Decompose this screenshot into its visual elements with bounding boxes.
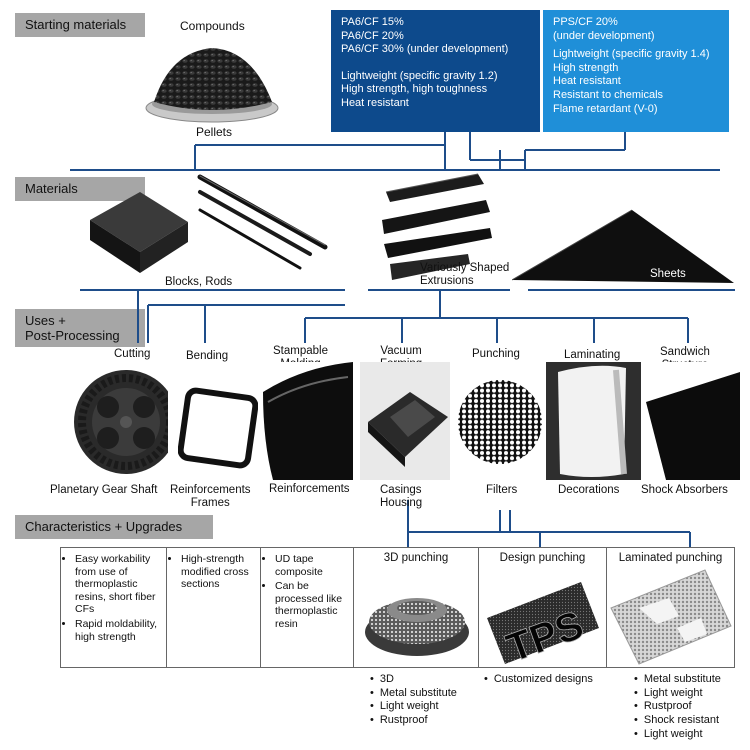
frames-photo bbox=[178, 382, 258, 472]
punching-label: Punching bbox=[472, 348, 520, 360]
laminated-punch-title: Laminated punching bbox=[618, 552, 723, 564]
decoration-photo bbox=[546, 362, 641, 480]
laminated-bullet-4: Shock resistant bbox=[634, 714, 721, 728]
pps-prop-flame: Flame retardant (V-0) bbox=[553, 102, 658, 115]
sheets-photo bbox=[512, 205, 737, 285]
bending-label: Bending bbox=[186, 350, 229, 362]
vacuum-line1: Vacuum bbox=[380, 345, 422, 357]
section-characteristics: Characteristics + Upgrades bbox=[15, 515, 213, 539]
planetary-label: Planetary Gear Shaft bbox=[50, 484, 158, 496]
rods-photo bbox=[195, 172, 330, 272]
pa6-prop-lightweight: Lightweight (specific gravity 1.2) bbox=[341, 69, 498, 82]
section-starting-materials: Starting materials bbox=[15, 13, 145, 37]
pa6-prop-strength: High strength, high toughness bbox=[341, 83, 488, 96]
pps-prop-heat: Heat resistant bbox=[553, 75, 621, 88]
sandwich-photo bbox=[646, 362, 740, 480]
stampable-photo bbox=[263, 362, 353, 480]
design-bullet-1: Customized designs bbox=[484, 673, 593, 687]
char-cell-ud-tape: UD tape composite Can be processed like … bbox=[260, 547, 354, 668]
pps-prop-lightweight: Lightweight (specific gravity 1.4) bbox=[553, 48, 710, 61]
decorations-label: Decorations bbox=[558, 484, 620, 496]
reinf-frames-label: Reinforcements Frames bbox=[170, 484, 251, 510]
char-ud-item1: UD tape composite bbox=[275, 553, 349, 578]
char-ud-item2: Can be processed like thermoplastic resi… bbox=[275, 580, 349, 630]
blocks-rods-label: Blocks, Rods bbox=[165, 276, 233, 288]
design-bullets: Customized designs bbox=[474, 673, 593, 687]
laminated-bullet-3: Rustproof bbox=[634, 700, 721, 714]
reinf-frames-line1: Reinforcements bbox=[170, 484, 251, 496]
casings-housing-label: Casings Housing bbox=[380, 484, 422, 510]
section-uses-post-processing: Uses + Post-Processing bbox=[15, 309, 145, 347]
laminated-bullet-2: Light weight bbox=[634, 687, 721, 701]
blocks-photo bbox=[85, 180, 190, 275]
punch-3d-photo bbox=[365, 598, 469, 656]
pellets-photo bbox=[140, 40, 285, 125]
compounds-label: Compounds bbox=[180, 19, 245, 33]
laminated-punch-cell: Laminated punching bbox=[606, 547, 735, 668]
punch-3d-bullet-1: 3D bbox=[370, 673, 457, 687]
laminated-bullets: Metal substitute Light weight Rustproof … bbox=[624, 673, 721, 742]
char-cell-cross-sections: High-strength modified cross sections bbox=[166, 547, 261, 668]
sheets-label: Sheets bbox=[650, 268, 686, 280]
pps-prop-chemicals: Resistant to chemicals bbox=[553, 88, 664, 101]
planetary-gear-photo bbox=[68, 362, 168, 480]
punch-3d-bullet-2: Metal substitute bbox=[370, 687, 457, 701]
pa6-grade-30: PA6/CF 30% (under development) bbox=[341, 43, 509, 56]
filters-label: Filters bbox=[486, 484, 518, 496]
punch-3d-bullet-4: Rustproof bbox=[370, 714, 457, 728]
stampable-line1: Stampable bbox=[273, 345, 328, 357]
char-cross-item1: High-strength modified cross sections bbox=[181, 553, 256, 591]
shock-absorbers-label: Shock Absorbers bbox=[641, 484, 728, 496]
pa6-grade-20: PA6/CF 20% bbox=[341, 29, 404, 42]
casings-line2: Housing bbox=[380, 497, 423, 509]
section-uses-line2: Post-Processing bbox=[25, 328, 120, 343]
extrusions-line2: Extrusions bbox=[420, 275, 474, 287]
casings-line1: Casings bbox=[380, 484, 422, 496]
reinf-frames-line2: Frames bbox=[190, 497, 230, 509]
punch-3d-title: 3D punching bbox=[383, 552, 449, 564]
extrusions-line1: Variously Shaped bbox=[420, 262, 510, 274]
laminated-bullet-1: Metal substitute bbox=[634, 673, 721, 687]
cutting-label: Cutting bbox=[114, 348, 151, 360]
char-workability-item2: Rapid moldability, high strength bbox=[75, 618, 162, 643]
design-punch-title: Design punching bbox=[499, 552, 586, 564]
pps-grade-20: PPS/CF 20% bbox=[553, 16, 618, 28]
sandwich-line1: Sandwich bbox=[660, 346, 710, 358]
filter-photo bbox=[455, 362, 545, 480]
extrusions-label: Variously Shaped Extrusions bbox=[420, 262, 509, 288]
pa6-prop-heat: Heat resistant bbox=[341, 96, 409, 109]
pps-grade-dev: (under development) bbox=[553, 29, 655, 42]
punch-3d-bullets: 3D Metal substitute Light weight Rustpro… bbox=[360, 673, 457, 728]
char-workability-item1: Easy workability from use of thermoplast… bbox=[75, 553, 162, 616]
section-materials: Materials bbox=[15, 177, 145, 201]
char-cell-workability: Easy workability from use of thermoplast… bbox=[60, 547, 167, 668]
pa6-spec-box: PA6/CF 15% PA6/CF 20% PA6/CF 30% (under … bbox=[331, 10, 540, 132]
punch-3d-bullet-3: Light weight bbox=[370, 700, 457, 714]
design-punch-cell: Design punching TPS bbox=[478, 547, 607, 668]
reinforcements-label: Reinforcements bbox=[269, 483, 350, 495]
laminating-label: Laminating bbox=[564, 349, 621, 361]
punch-3d-cell: 3D punching bbox=[353, 547, 479, 668]
pps-prop-strength: High strength bbox=[553, 61, 619, 74]
laminated-bullet-5: Light weight bbox=[634, 728, 721, 742]
extrusions-photo bbox=[378, 172, 498, 282]
section-uses-line1: Uses + bbox=[25, 313, 66, 328]
design-punch-photo: TPS bbox=[487, 582, 599, 666]
pa6-grade-15: PA6/CF 15% bbox=[341, 16, 404, 28]
pellets-label: Pellets bbox=[196, 125, 233, 139]
laminated-punch-photo bbox=[610, 569, 732, 665]
pps-spec-box: PPS/CF 20% (under development) Lightweig… bbox=[543, 10, 729, 132]
casing-photo bbox=[360, 362, 450, 480]
